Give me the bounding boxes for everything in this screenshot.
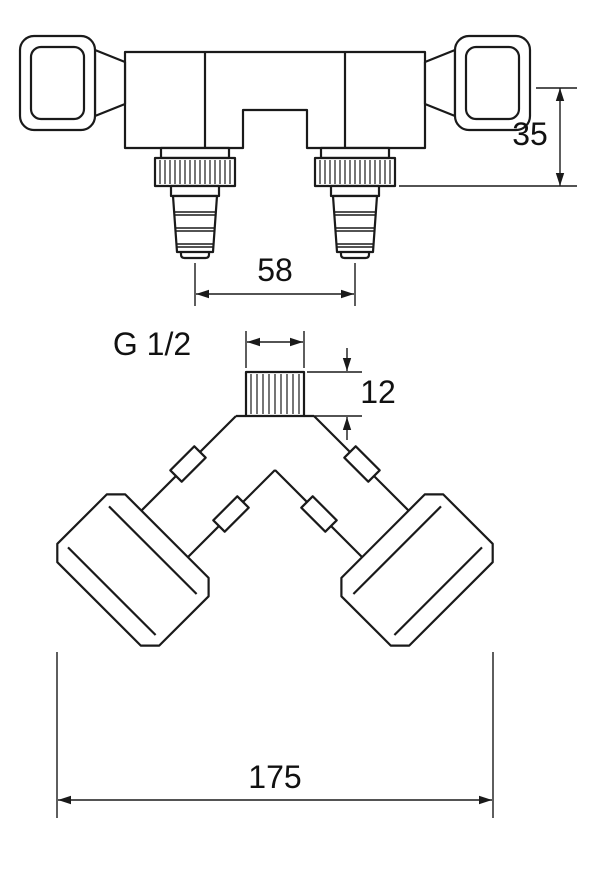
dimension-12: 12 [307,348,396,440]
dim-58-label: 58 [257,252,293,288]
handle-grip [453,34,532,132]
outlet-right [313,146,397,260]
handle-cone [93,48,127,118]
extension-lines [194,263,356,306]
outlet-collar [169,184,221,198]
arm-boss [169,445,207,483]
outlet-neck [319,146,391,160]
knurl-hatch [319,160,391,184]
handle-cone [423,48,457,118]
coupling-left-detail [67,505,198,636]
knurl-hatch [159,160,231,184]
barb-tip [339,252,371,260]
extension-lines [56,652,494,818]
thread-hatch [250,374,300,414]
extension-lines [307,371,362,417]
top-view [56,370,494,647]
outlet-neck [159,146,231,160]
coupling-left [56,493,210,647]
arm-boss [212,495,250,533]
handle-grip [18,34,97,132]
hose-barb [171,194,219,254]
body-seam-lines [203,52,347,148]
handle-right [423,34,532,132]
extension-lines [245,331,305,368]
dimension-175: 175 [56,652,494,818]
thread-label: G 1/2 [113,326,191,362]
outlet-collar [329,184,381,198]
handle-grip-inner [29,45,86,121]
coupling-right [340,493,494,647]
outlet-left [153,146,237,260]
barb-tip [179,252,211,260]
handle-left [18,34,127,132]
arm-boss [343,445,381,483]
dimension-35: 35 [399,87,577,187]
thread-dimension: G 1/2 [113,326,305,368]
barb-ridges [334,211,376,248]
dim-175-label: 175 [248,759,301,795]
handle-grip-inner [464,45,521,121]
barb-ridges [174,211,216,248]
dim-12-label: 12 [360,374,396,410]
v-arm-edges [140,415,410,558]
arm-boss [300,495,338,533]
dim-35-label: 35 [512,116,548,152]
front-view [18,34,532,260]
dimension-58: 58 [194,252,356,306]
valve-body [123,50,427,150]
coupling-right-detail [352,505,483,636]
hose-barb [331,194,379,254]
